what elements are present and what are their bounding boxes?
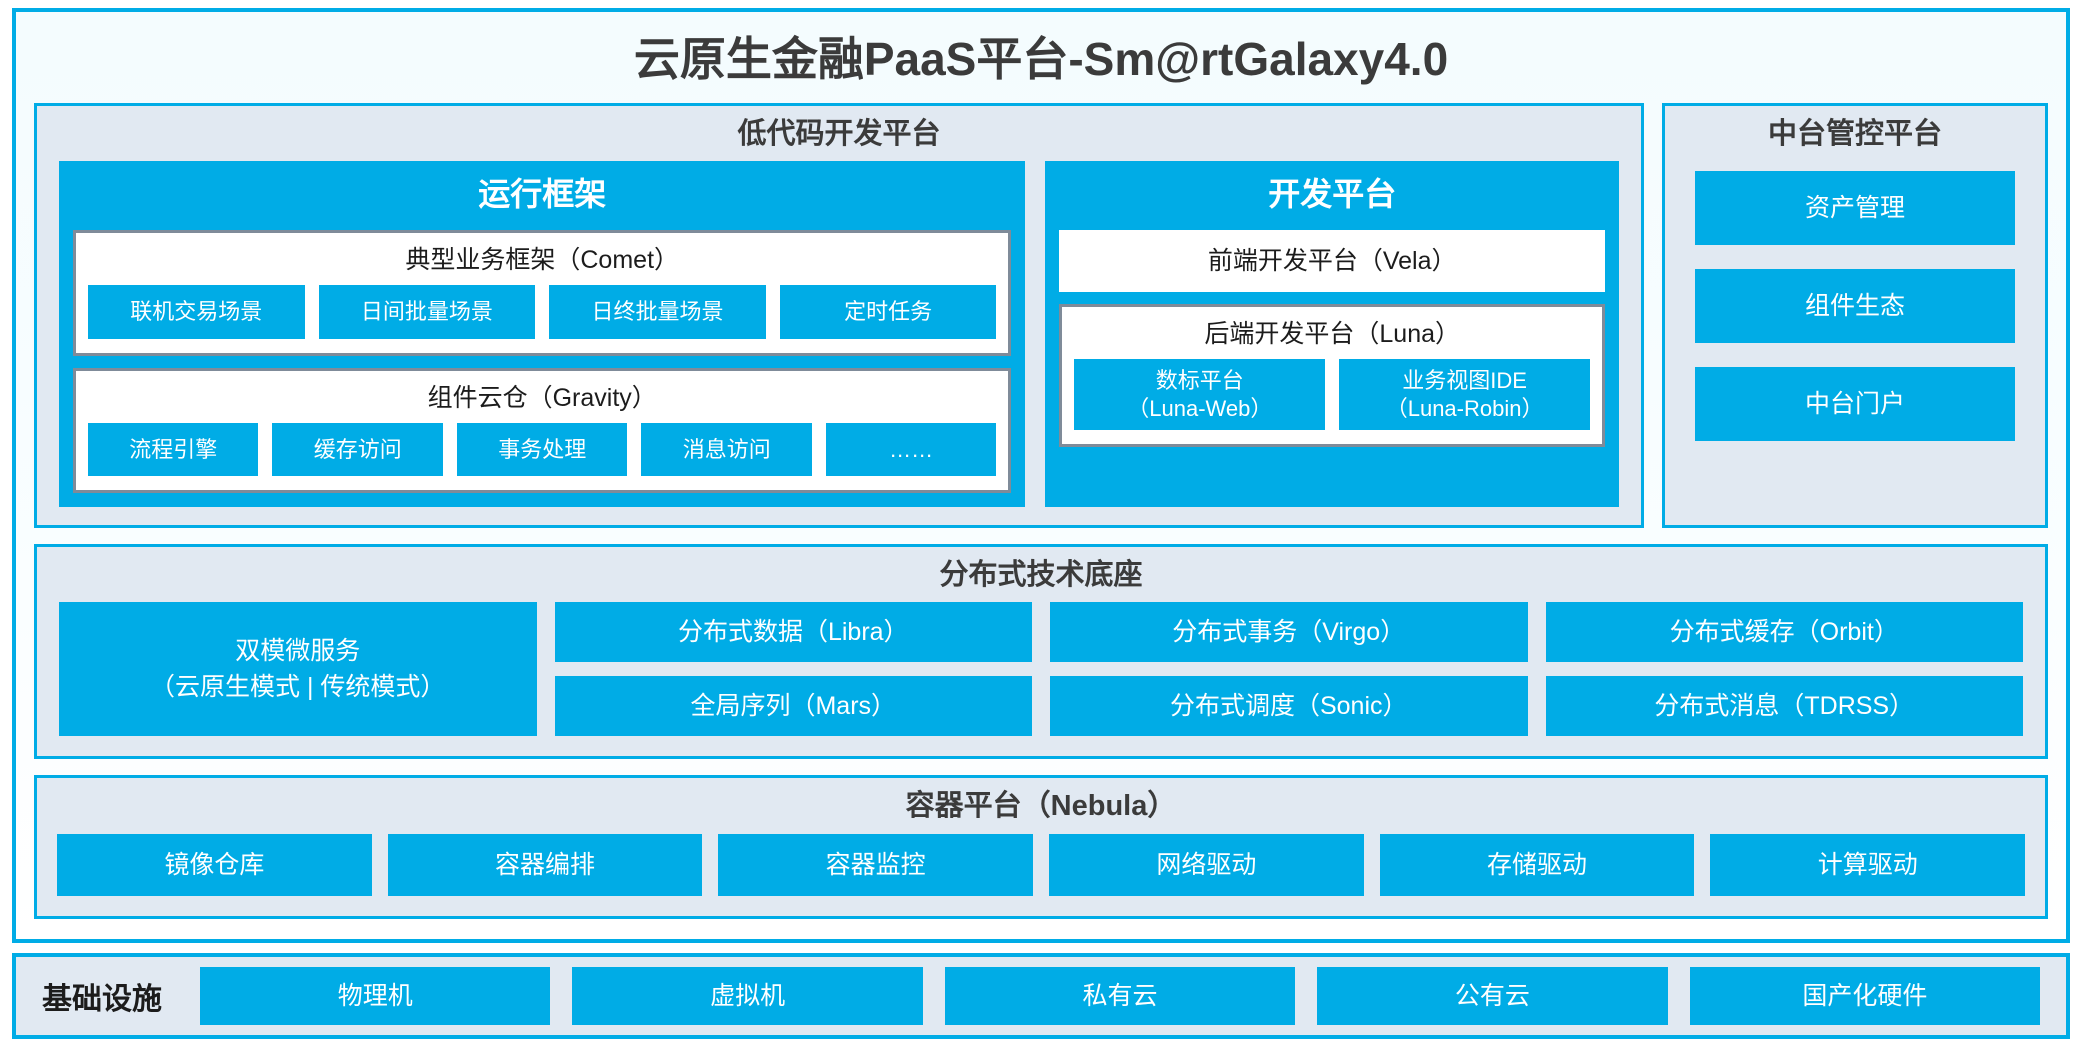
comet-item[interactable]: 日终批量场景 — [549, 285, 766, 339]
console-platform-panel: 中台管控平台 资产管理 组件生态 中台门户 — [1662, 102, 2048, 529]
microservice-line1: 双模微服务 — [235, 637, 361, 666]
container-item-image-registry[interactable]: 镜像仓库 — [57, 833, 372, 896]
console-item-component-ecosystem[interactable]: 组件生态 — [1695, 268, 2015, 343]
distributed-column-2: 分布式事务（Virgo） 分布式调度（Sonic） — [1050, 602, 1528, 737]
infrastructure-item-virtual-machine[interactable]: 虚拟机 — [572, 966, 923, 1025]
distributed-column-1: 分布式数据（Libra） 全局序列（Mars） — [554, 602, 1032, 737]
platform-main-frame: 云原生金融PaaS平台-Sm@rtGalaxy4.0 低代码开发平台 运行框架 … — [12, 8, 2070, 943]
comet-box: 典型业务框架（Comet） 联机交易场景 日间批量场景 日终批量场景 定时任务 — [73, 230, 1012, 356]
backend-item-luna-web[interactable]: 数标平台 （Luna-Web） — [1074, 359, 1326, 431]
distributed-cell-orbit[interactable]: 分布式缓存（Orbit） — [1545, 602, 2023, 663]
microservice-column: 双模微服务 （云原生模式 | 传统模式） — [59, 602, 537, 737]
infrastructure-bar: 基础设施 物理机 虚拟机 私有云 公有云 国产化硬件 — [12, 952, 2070, 1039]
top-row: 低代码开发平台 运行框架 典型业务框架（Comet） 联机交易场景 日间批量场景… — [34, 102, 2048, 529]
lowcode-platform-title: 低代码开发平台 — [737, 117, 941, 150]
frontend-platform-label: 前端开发平台（Vela） — [1207, 247, 1457, 276]
container-platform-panel: 容器平台（Nebula） 镜像仓库 容器编排 容器监控 网络驱动 存储驱动 计算… — [34, 775, 2048, 919]
lowcode-platform-panel: 低代码开发平台 运行框架 典型业务框架（Comet） 联机交易场景 日间批量场景… — [34, 102, 1644, 529]
distributed-cell-mars[interactable]: 全局序列（Mars） — [554, 676, 1032, 737]
runtime-framework-card: 运行框架 典型业务框架（Comet） 联机交易场景 日间批量场景 日终批量场景 … — [59, 160, 1026, 508]
infrastructure-item-domestic-hardware[interactable]: 国产化硬件 — [1689, 966, 2041, 1025]
development-platform-title: 开发平台 — [1268, 175, 1397, 212]
frontend-platform-box[interactable]: 前端开发平台（Vela） — [1059, 230, 1605, 293]
container-item-monitoring[interactable]: 容器监控 — [718, 833, 1034, 896]
infrastructure-item-public-cloud[interactable]: 公有云 — [1317, 966, 1668, 1025]
gravity-title: 组件云仓（Gravity） — [427, 383, 657, 412]
console-item-asset-management[interactable]: 资产管理 — [1695, 170, 2015, 245]
gravity-item-more[interactable]: …… — [825, 422, 997, 477]
infrastructure-label: 基础设施 — [42, 982, 162, 1016]
page-title: 云原生金融PaaS平台-Sm@rtGalaxy4.0 — [633, 33, 1449, 85]
gravity-box: 组件云仓（Gravity） 流程引擎 缓存访问 事务处理 消息访问 …… — [73, 367, 1012, 494]
comet-title: 典型业务框架（Comet） — [405, 246, 680, 275]
container-platform-body: 镜像仓库 容器编排 容器监控 网络驱动 存储驱动 计算驱动 — [37, 833, 2045, 916]
console-platform-title: 中台管控平台 — [1767, 117, 1942, 150]
backend-item-row: 数标平台 （Luna-Web） 业务视图IDE （Luna-Robin） — [1074, 359, 1590, 431]
infrastructure-item-private-cloud[interactable]: 私有云 — [944, 966, 1296, 1025]
distributed-cell-tdrss[interactable]: 分布式消息（TDRSS） — [1545, 676, 2023, 737]
console-item-portal[interactable]: 中台门户 — [1695, 366, 2015, 441]
distributed-base-body: 双模微服务 （云原生模式 | 传统模式） 分布式数据（Libra） 全局序列（M… — [37, 602, 2045, 756]
development-platform-card: 开发平台 前端开发平台（Vela） 后端开发平台（Luna） 数标平台 （Lun… — [1045, 160, 1619, 508]
comet-item[interactable]: 日间批量场景 — [318, 285, 536, 339]
microservice-line2: （云原生模式 | 传统模式） — [150, 673, 446, 702]
container-item-storage-driver[interactable]: 存储驱动 — [1379, 833, 1695, 896]
gravity-item[interactable]: 消息访问 — [641, 422, 812, 477]
dual-mode-microservice-cell[interactable]: 双模微服务 （云原生模式 | 传统模式） — [59, 602, 537, 737]
container-item-orchestration[interactable]: 容器编排 — [387, 833, 703, 896]
distributed-base-panel: 分布式技术底座 双模微服务 （云原生模式 | 传统模式） 分布式数据（Libra… — [34, 544, 2048, 760]
gravity-item[interactable]: 事务处理 — [456, 422, 628, 477]
gravity-item-row: 流程引擎 缓存访问 事务处理 消息访问 …… — [88, 422, 997, 477]
comet-item[interactable]: 联机交易场景 — [88, 285, 305, 339]
backend-item-line2: （Luna-Web） — [1127, 395, 1273, 421]
console-item-list: 资产管理 组件生态 中台门户 — [1665, 161, 2045, 525]
backend-item-line1: 业务视图IDE — [1402, 368, 1527, 394]
distributed-cell-sonic[interactable]: 分布式调度（Sonic） — [1050, 676, 1528, 737]
container-item-network-driver[interactable]: 网络驱动 — [1049, 833, 1364, 896]
lowcode-platform-body: 运行框架 典型业务框架（Comet） 联机交易场景 日间批量场景 日终批量场景 … — [37, 160, 1641, 508]
container-platform-title: 容器平台（Nebula） — [905, 790, 1177, 823]
backend-item-line2: （Luna-Robin） — [1385, 395, 1544, 421]
runtime-framework-title: 运行框架 — [478, 175, 607, 212]
gravity-item[interactable]: 缓存访问 — [272, 422, 443, 477]
backend-platform-box: 后端开发平台（Luna） 数标平台 （Luna-Web） 业务视图IDE （Lu… — [1059, 304, 1605, 448]
comet-item-row: 联机交易场景 日间批量场景 日终批量场景 定时任务 — [88, 285, 997, 339]
backend-item-luna-robin[interactable]: 业务视图IDE （Luna-Robin） — [1339, 359, 1590, 431]
distributed-cell-libra[interactable]: 分布式数据（Libra） — [554, 602, 1032, 663]
distributed-base-title: 分布式技术底座 — [939, 559, 1143, 592]
distributed-cell-virgo[interactable]: 分布式事务（Virgo） — [1050, 602, 1528, 663]
gravity-item[interactable]: 流程引擎 — [88, 422, 259, 477]
container-item-compute-driver[interactable]: 计算驱动 — [1710, 833, 2026, 896]
distributed-column-3: 分布式缓存（Orbit） 分布式消息（TDRSS） — [1545, 602, 2023, 737]
infrastructure-item-physical-machine[interactable]: 物理机 — [200, 966, 551, 1025]
comet-item[interactable]: 定时任务 — [779, 285, 997, 339]
backend-item-line1: 数标平台 — [1155, 368, 1244, 394]
backend-platform-title: 后端开发平台（Luna） — [1204, 320, 1461, 349]
